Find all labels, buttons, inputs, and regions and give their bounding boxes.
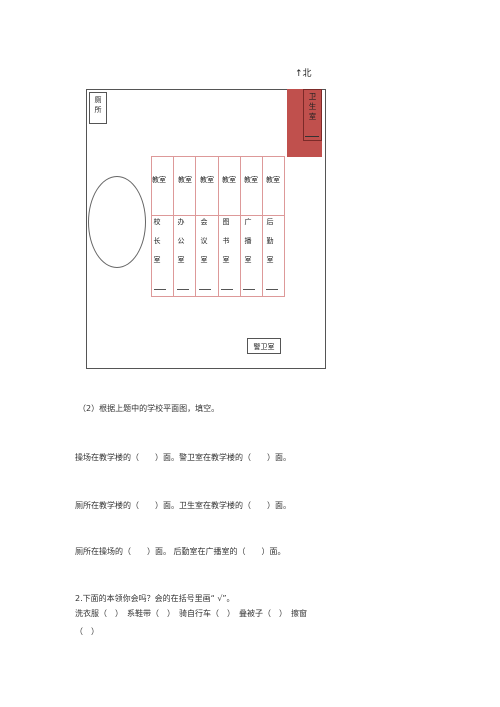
office-char: 室: [200, 256, 208, 264]
office-char: 室: [177, 256, 185, 264]
office-char: 室: [153, 256, 161, 264]
office-broadcast: 广 播 室: [237, 213, 259, 270]
office-char: 校: [153, 218, 161, 226]
playground-oval: [88, 176, 146, 268]
building-col-divider: [262, 156, 263, 297]
office-char: 室: [266, 256, 274, 264]
office-char: 室: [222, 256, 230, 264]
clinic-label-box: 卫 生 室: [303, 89, 322, 141]
building-col-divider: [195, 156, 196, 297]
office-char: 图: [222, 218, 230, 226]
office-char: 书: [222, 237, 230, 245]
office-library: 图 书 室: [215, 213, 237, 270]
classroom-label: 教室: [200, 176, 214, 184]
toilet-box: 厕 所: [89, 92, 107, 124]
classroom-label: 教室: [222, 176, 236, 184]
clinic-label-2: 生: [308, 102, 317, 111]
office-char: 室: [244, 256, 252, 264]
question-2: 厕所在教学楼的（ ）面。卫生室在教学楼的（ ）面。: [75, 501, 291, 510]
classroom-label: 教室: [244, 176, 258, 184]
toilet-label-2: 所: [94, 106, 102, 114]
office-char: 播: [244, 237, 252, 245]
office-meeting: 会 议 室: [193, 213, 215, 270]
office-char: 会: [200, 218, 208, 226]
clinic-answer-line: [305, 136, 319, 137]
question-intro: （2）根据上题中的学校平面图，填空。: [78, 404, 220, 413]
office-char: 后: [266, 218, 274, 226]
classroom-label: 教室: [178, 176, 192, 184]
section2-title: 2.下面的本领你会吗？会的在括号里画“ √”。: [75, 594, 235, 603]
answer-line: [266, 289, 278, 290]
answer-line: [154, 289, 166, 290]
answer-line: [177, 289, 189, 290]
office-char: 长: [153, 237, 161, 245]
office-char: 勤: [266, 237, 274, 245]
section2-line2: （ ）: [75, 627, 99, 636]
answer-line: [221, 289, 233, 290]
office-principal: 校 长 室: [146, 213, 168, 270]
building-col-divider: [240, 156, 241, 297]
classroom-label: 教室: [152, 176, 166, 184]
clinic-label-3: 室: [308, 112, 317, 121]
section2-line1: 洗衣服（ ） 系鞋带（ ） 骑自行车（ ） 叠被子（ ） 擦窗: [75, 609, 307, 618]
classroom-label: 教室: [266, 176, 280, 184]
office-char: 办: [177, 218, 185, 226]
building-col-divider: [173, 156, 174, 297]
question-3: 厕所在操场的（ ）面。 后勤室在广播室的（ ）面。: [75, 547, 286, 556]
clinic-label-1: 卫: [308, 92, 317, 101]
building-col-divider: [218, 156, 219, 297]
school-plan-frame: [86, 89, 326, 369]
office-admin: 办 公 室: [170, 213, 192, 270]
answer-line: [199, 289, 211, 290]
office-char: 公: [177, 237, 185, 245]
office-char: 议: [200, 237, 208, 245]
office-char: 广: [244, 218, 252, 226]
office-logistics: 后 勤 室: [259, 213, 281, 270]
guard-room-box: 警卫室: [247, 338, 281, 354]
answer-line: [243, 289, 255, 290]
north-indicator: ↑北: [295, 69, 312, 79]
toilet-label-1: 厕: [94, 96, 102, 104]
question-1: 操场在教学楼的（ ）面。警卫室在教学楼的（ ）面。: [75, 453, 291, 462]
building-row-divider: [151, 215, 285, 216]
